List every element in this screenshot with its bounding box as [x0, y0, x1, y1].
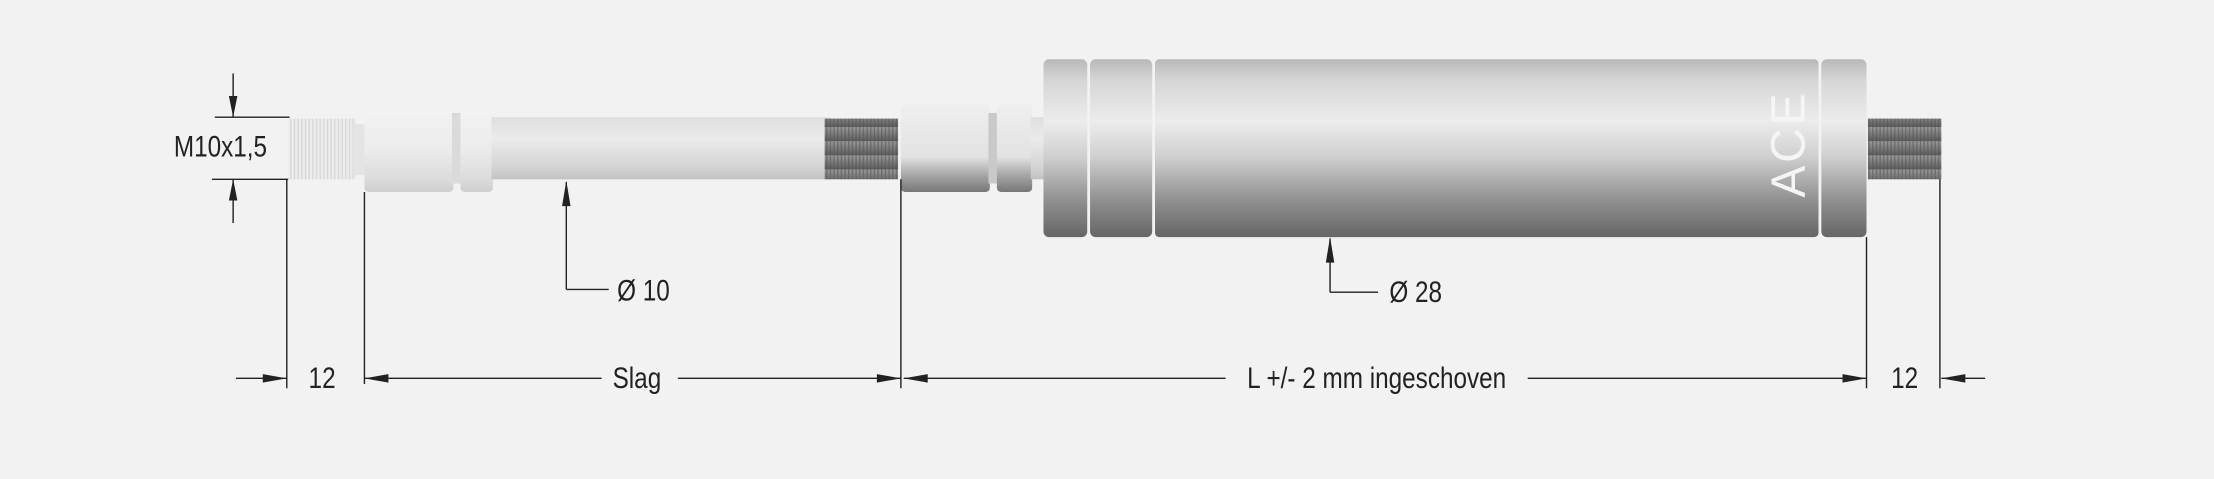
length-dimensions: 12 Slag L +/- 2 mm ingeschoven 12: [235, 361, 1986, 395]
left-thread-length-label: 12: [309, 361, 336, 395]
thread-label: M10x1,5: [174, 129, 267, 163]
rod-thread: [824, 118, 899, 180]
rod-end-groove: [451, 112, 462, 184]
cylinder-end-fitting: [900, 104, 990, 192]
rod-diameter-label: Ø 10: [617, 273, 670, 307]
cylinder-end-collar: [996, 104, 1033, 192]
length-label: L +/- 2 mm ingeschoven: [1247, 361, 1506, 395]
cylinder-end-neck: [1030, 117, 1047, 180]
cylinder-thread: [1867, 118, 1942, 180]
cylinder-band-1: [1043, 59, 1088, 238]
cylinder-end-groove: [988, 112, 999, 184]
rod-end-neck: [353, 124, 366, 176]
extension-lines: [286, 179, 1941, 389]
thread-dimension: M10x1,5: [174, 73, 290, 224]
rod-end-fitting: [364, 104, 454, 192]
cylinder-band-2: [1090, 59, 1153, 238]
rod-end-thread: [288, 118, 356, 180]
cylinder-diameter-label: Ø 28: [1389, 275, 1442, 309]
cylinder-band-3: [1821, 59, 1867, 238]
stroke-label: Slag: [613, 361, 662, 395]
rod-diameter-callout: Ø 10: [562, 180, 670, 307]
cylinder-diameter-callout: Ø 28: [1325, 237, 1442, 309]
cylinder-body: [1154, 59, 1819, 238]
right-thread-length-label: 12: [1891, 361, 1918, 395]
rod-end-collar: [460, 104, 493, 192]
ace-logo: ACE: [1762, 91, 1815, 198]
piston-rod: [491, 117, 831, 180]
